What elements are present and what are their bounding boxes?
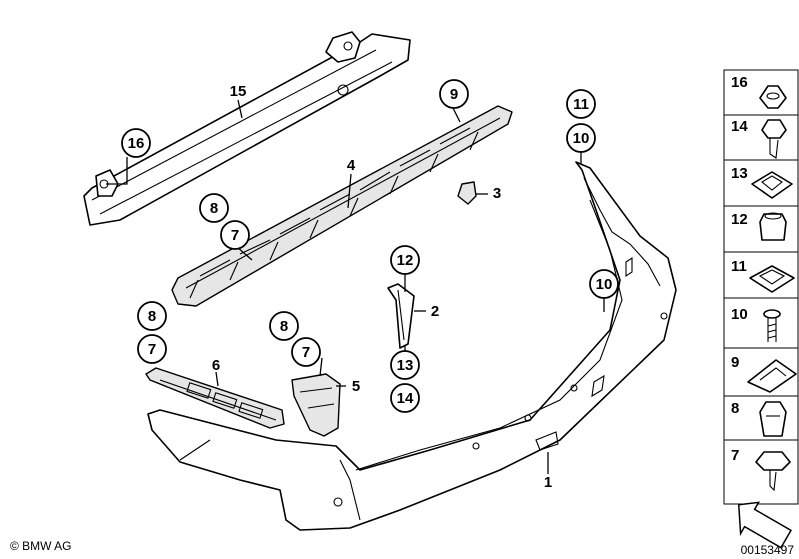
diagram-number: 00153497 [741, 543, 795, 557]
callout-14-label: 14 [397, 390, 414, 407]
callout-12-label: 12 [397, 252, 414, 269]
callout-14[interactable]: 14 [390, 383, 420, 413]
spring-clip-icon [747, 359, 797, 393]
callout-10a[interactable]: 10 [566, 123, 596, 153]
callout-8a-label: 8 [210, 200, 218, 217]
fastener-8-label: 8 [731, 400, 739, 417]
callout-10b[interactable]: 10 [589, 269, 619, 299]
bumper-trim-panel[interactable] [147, 161, 677, 531]
callout-15[interactable]: 15 [230, 83, 247, 100]
callout-4[interactable]: 4 [347, 157, 356, 174]
callout-2[interactable]: 2 [431, 303, 439, 320]
fastener-14[interactable]: 14 [731, 118, 787, 159]
callout-10b-label: 10 [596, 276, 613, 293]
callout-13[interactable]: 13 [390, 350, 420, 380]
fastener-9-label: 9 [731, 354, 739, 371]
fastener-11[interactable]: 11 [731, 258, 795, 293]
callout-11-label: 11 [573, 96, 589, 113]
callout-12[interactable]: 12 [390, 245, 420, 275]
rivet-nut-icon [759, 401, 787, 437]
leader-lines [106, 99, 605, 474]
fastener-10[interactable]: 10 [731, 306, 781, 342]
callout-16-label: 16 [128, 135, 145, 152]
callout-1[interactable]: 1 [544, 474, 552, 491]
callout-7a-label: 7 [231, 227, 239, 244]
guide-5[interactable] [291, 373, 341, 437]
fastener-16[interactable]: 16 [731, 74, 787, 109]
callout-7c[interactable]: 7 [291, 337, 321, 367]
fastener-12[interactable]: 12 [731, 211, 787, 241]
callout-8c[interactable]: 8 [269, 311, 299, 341]
callout-8b[interactable]: 8 [137, 301, 167, 331]
callout-7a[interactable]: 7 [220, 220, 250, 250]
clip-nut-icon [751, 171, 793, 199]
speed-nut-icon [749, 265, 795, 293]
callout-7c-label: 7 [302, 344, 310, 361]
callout-8a[interactable]: 8 [199, 193, 229, 223]
callout-7b[interactable]: 7 [137, 334, 167, 364]
callout-16[interactable]: 16 [121, 128, 151, 158]
fastener-12-label: 12 [731, 211, 748, 228]
nut-icon [759, 85, 787, 109]
collar-screw-icon [755, 451, 791, 471]
callout-9[interactable]: 9 [439, 79, 469, 109]
bracket-rail[interactable] [171, 105, 513, 307]
bolt-icon [763, 309, 781, 319]
fastener-8[interactable]: 8 [731, 400, 787, 437]
fastener-14-label: 14 [731, 118, 748, 135]
callout-13-label: 13 [397, 357, 414, 374]
callout-7b-label: 7 [148, 341, 156, 358]
bracket-2[interactable] [387, 283, 415, 349]
callout-10a-label: 10 [573, 130, 590, 147]
fastener-7-label: 7 [731, 447, 739, 464]
fastener-16-label: 16 [731, 74, 748, 91]
guide-6[interactable] [145, 367, 285, 429]
fastener-10-label: 10 [731, 306, 748, 323]
callout-8c-label: 8 [280, 318, 288, 335]
clip-3[interactable] [457, 181, 477, 205]
fastener-panel [723, 69, 799, 505]
expansion-nut-icon [759, 213, 787, 241]
callout-6[interactable]: 6 [212, 357, 220, 374]
callout-3[interactable]: 3 [493, 185, 501, 202]
fastener-11-label: 11 [731, 258, 747, 275]
fastener-13-label: 13 [731, 165, 748, 182]
callout-5[interactable]: 5 [352, 378, 360, 395]
copyright: © BMW AG [10, 539, 72, 553]
screw-icon [761, 119, 787, 139]
callout-9-label: 9 [450, 86, 458, 103]
callout-11[interactable]: 11 [566, 89, 596, 119]
carrier-bar[interactable] [83, 31, 411, 226]
direction-arrow-icon [737, 501, 793, 549]
callout-8b-label: 8 [148, 308, 156, 325]
fastener-7[interactable]: 7 [731, 447, 791, 492]
fastener-13[interactable]: 13 [731, 165, 793, 199]
fastener-9[interactable]: 9 [731, 354, 797, 393]
